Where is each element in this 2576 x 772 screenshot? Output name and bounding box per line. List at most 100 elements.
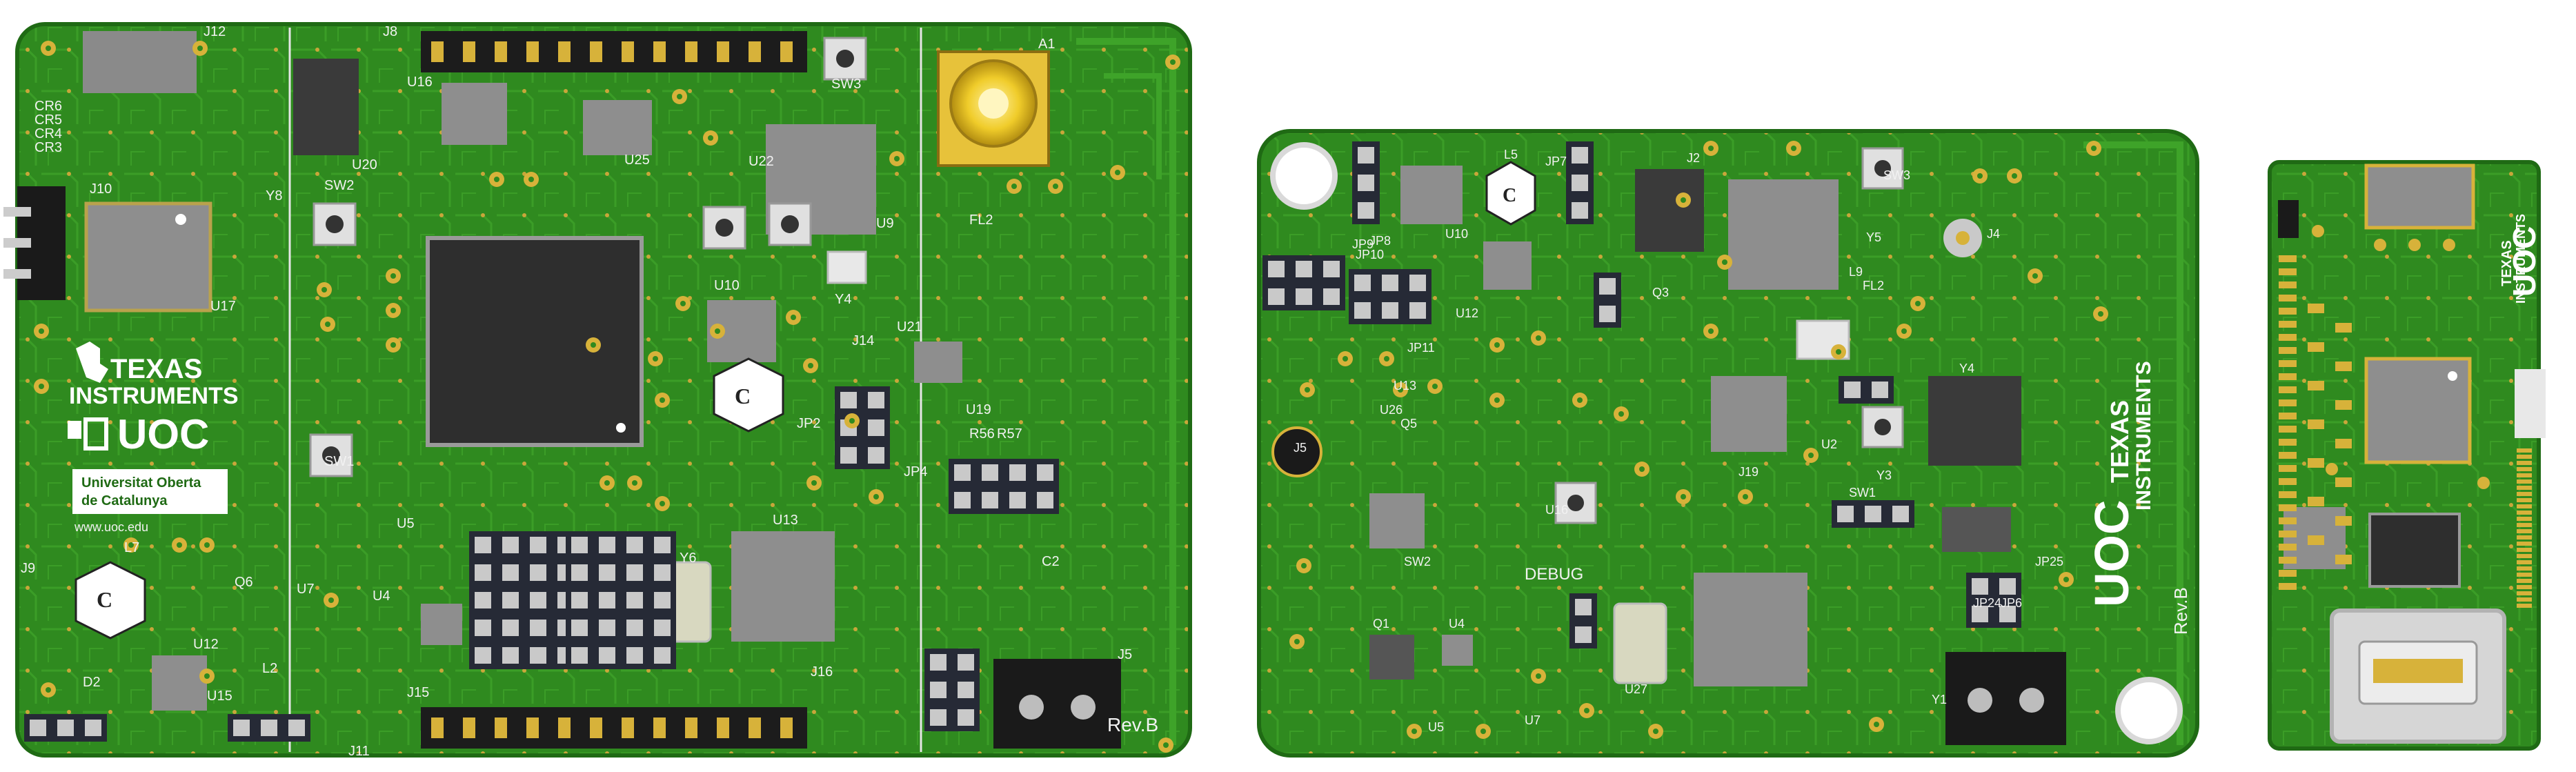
silkscreen-label: JP9 bbox=[1352, 237, 1374, 251]
inductor-l7 bbox=[1271, 426, 1322, 477]
uoc-logo-icon bbox=[68, 417, 108, 451]
header-pin bbox=[780, 717, 793, 738]
silkscreen-label: JP7 bbox=[1545, 155, 1567, 168]
header-pin bbox=[526, 41, 539, 62]
mount-hole-tl bbox=[1270, 142, 1338, 210]
silkscreen-label: J16 bbox=[811, 664, 833, 680]
usb-connector-icon bbox=[2330, 608, 2506, 744]
smd-pad bbox=[2279, 413, 2297, 419]
debug-label: DEBUG bbox=[1525, 565, 1583, 584]
header-pin bbox=[749, 41, 761, 62]
mount-hole-br bbox=[2115, 677, 2183, 744]
chip-u20 bbox=[293, 59, 359, 155]
smd-pad bbox=[2517, 473, 2532, 477]
silkscreen-label: Y3 bbox=[1876, 468, 1892, 482]
smd-pad bbox=[2279, 386, 2297, 393]
silkscreen-label: JP8 bbox=[1369, 234, 1391, 248]
brand-line2-b3: INSTRUMENTS bbox=[2514, 214, 2528, 304]
header-pin bbox=[749, 717, 761, 738]
smd-pad bbox=[2279, 347, 2297, 354]
smd-pad bbox=[2279, 504, 2297, 511]
smd-pad bbox=[2279, 570, 2297, 577]
silkscreen-label: Y6 bbox=[680, 551, 696, 566]
smd-pad bbox=[2517, 448, 2532, 453]
chip-u2 bbox=[1711, 376, 1787, 452]
chip-u21 bbox=[914, 342, 962, 383]
smd-pad bbox=[2517, 566, 2532, 571]
smd-pad bbox=[2308, 304, 2324, 313]
silkscreen-label: L5 bbox=[1504, 148, 1518, 161]
smd-pad bbox=[2517, 529, 2532, 533]
chip-q1 bbox=[1942, 507, 2011, 552]
silkscreen-label: D2 bbox=[83, 675, 101, 690]
silkscreen-label: J2 bbox=[1687, 151, 1700, 165]
smd-pad bbox=[2279, 268, 2297, 275]
chip-u12 bbox=[83, 31, 197, 93]
silkscreen-label: J15 bbox=[407, 685, 429, 700]
smd-pad bbox=[2279, 373, 2297, 380]
smd-pad bbox=[2335, 362, 2352, 371]
silkscreen-label: U13 bbox=[1394, 379, 1416, 393]
chip-u5-b2 bbox=[1442, 635, 1473, 666]
connector-j5-b2 bbox=[1945, 652, 2066, 745]
smd-pad bbox=[2308, 458, 2324, 468]
chip-large-b2 bbox=[1694, 573, 1807, 686]
silkscreen-label: U10 bbox=[1445, 227, 1468, 241]
smd-pad bbox=[2517, 498, 2532, 502]
via-pad bbox=[2374, 239, 2386, 251]
smd-pad bbox=[2517, 492, 2532, 496]
header-pin bbox=[558, 717, 571, 738]
silkscreen-label: J5 bbox=[1118, 647, 1132, 662]
smd-pad bbox=[2279, 281, 2297, 288]
silkscreen-label: CR5 bbox=[34, 112, 62, 128]
silkscreen-label: JP24 bbox=[1973, 596, 2001, 610]
silkscreen-label: U4 bbox=[1449, 617, 1465, 631]
ce-mark-icon: C bbox=[713, 357, 784, 433]
smd-pad bbox=[2279, 452, 2297, 459]
smd-pad bbox=[2517, 517, 2532, 521]
push-button bbox=[1861, 406, 1904, 448]
header-pin bbox=[590, 41, 602, 62]
crystal-y4 bbox=[826, 250, 867, 284]
smd-pad bbox=[2517, 548, 2532, 552]
smd-pad bbox=[2335, 555, 2352, 564]
silkscreen-label: J4 bbox=[1987, 227, 2000, 241]
header-pin bbox=[653, 717, 666, 738]
chip-main-b2 bbox=[1728, 179, 1839, 290]
university-line1: Universitat Oberta bbox=[81, 475, 201, 491]
chip-top-b3 bbox=[2364, 164, 2475, 230]
header-top-row bbox=[421, 31, 807, 72]
smd-pad bbox=[2308, 535, 2324, 545]
silkscreen-label: L2 bbox=[262, 661, 277, 676]
board-2: C UOC TEXAS INSTRUMENTS Rev.B DEBUG JP8J… bbox=[0, 0, 2199, 758]
university-url: www.uoc.edu bbox=[74, 520, 148, 534]
chip-u15 bbox=[152, 655, 207, 711]
silkscreen-label: U13 bbox=[773, 513, 798, 528]
smd-pad bbox=[2279, 491, 2297, 498]
silkscreen-label: U16 bbox=[1545, 503, 1568, 517]
smd-pad bbox=[2335, 400, 2352, 410]
silkscreen-label: Y8 bbox=[266, 188, 282, 204]
smd-pad bbox=[2517, 542, 2532, 546]
silkscreen-label: R56 bbox=[969, 426, 995, 442]
chip-u22 bbox=[583, 100, 652, 155]
smd-pad bbox=[2517, 479, 2532, 484]
smd-pad bbox=[2279, 426, 2297, 433]
sma-pad-j4 bbox=[1943, 219, 1982, 257]
header-pin bbox=[685, 41, 697, 62]
silkscreen-label: CR3 bbox=[34, 140, 62, 155]
smd-pad bbox=[2335, 439, 2352, 448]
silkscreen-label: U22 bbox=[749, 154, 774, 169]
university-line2: de Catalunya bbox=[81, 493, 168, 508]
silkscreen-label: L7 bbox=[124, 540, 139, 555]
sma-connector-icon bbox=[937, 50, 1050, 167]
smd-pad bbox=[2279, 544, 2297, 551]
smd-pad bbox=[2517, 461, 2532, 465]
smd-pad bbox=[2517, 511, 2532, 515]
board-3: UOC TEXAS INSTRUMENTS bbox=[2268, 160, 2546, 751]
silkscreen-label: U2 bbox=[1821, 437, 1837, 451]
silkscreen-label: U10 bbox=[714, 278, 740, 293]
silkscreen-label: SW1 bbox=[324, 454, 354, 469]
silkscreen-label: L9 bbox=[1849, 265, 1863, 279]
